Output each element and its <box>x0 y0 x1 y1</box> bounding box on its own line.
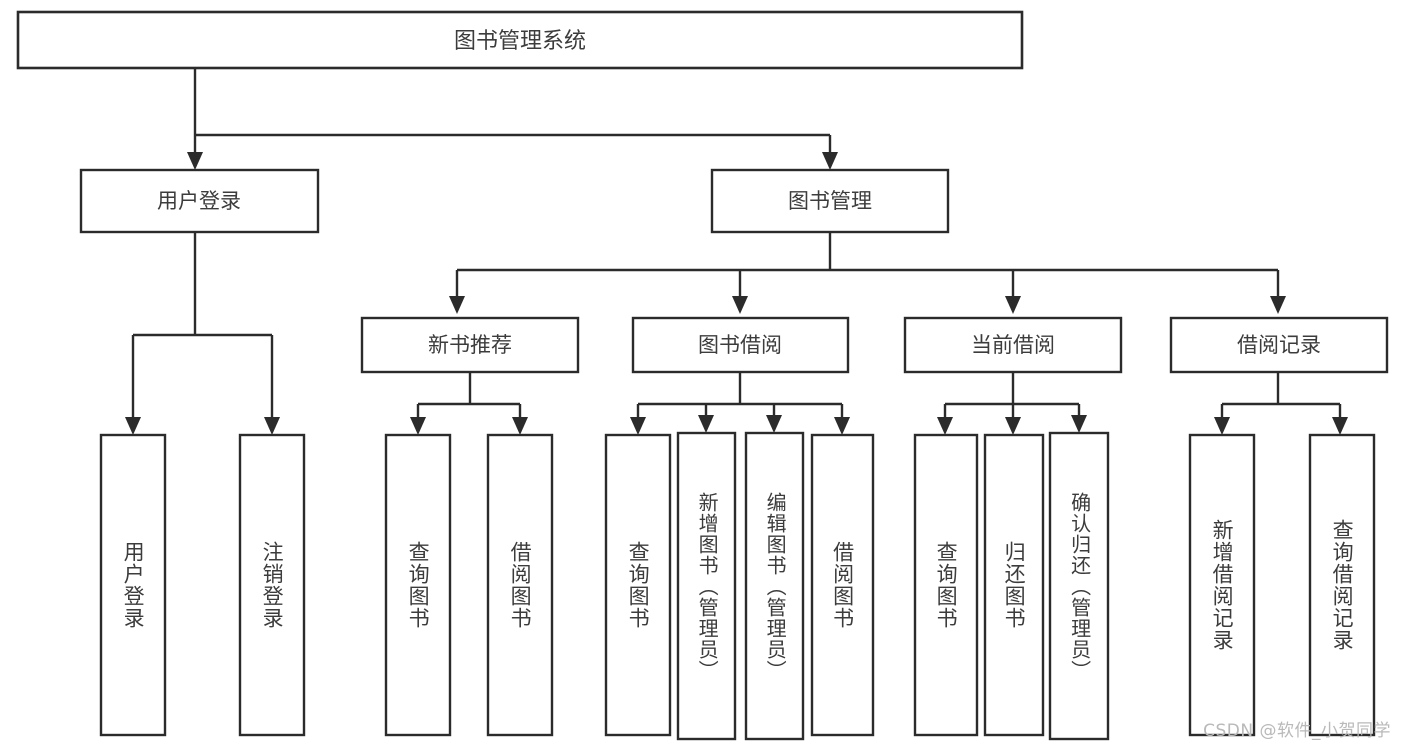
leaf-box-new-book-1[interactable] <box>384 433 452 737</box>
node-book-manage[interactable]: 图书管理 <box>710 168 950 234</box>
leaf-box-current-borrow-3[interactable] <box>1048 431 1110 741</box>
arrow-head-icon-current-borrow-leaf-3 <box>1071 415 1087 433</box>
arrow-head-icon-user-login <box>187 152 203 170</box>
leaf-group-user-login <box>99 433 306 737</box>
leaf-box-new-book-2[interactable] <box>486 433 554 737</box>
connector-group-borrow-record <box>1214 372 1348 435</box>
node-label-borrow-record: 借阅记录 <box>1237 333 1321 357</box>
node-root[interactable]: 图书管理系统 <box>16 10 1024 70</box>
node-label-root: 图书管理系统 <box>454 29 586 54</box>
node-current-borrow[interactable]: 当前借阅 <box>903 316 1123 374</box>
arrow-head-icon-book-borrow-leaf-1 <box>630 417 646 435</box>
arrow-head-icon-new-book <box>449 296 465 314</box>
leaf-box-book-borrow-1[interactable] <box>604 433 672 737</box>
arrow-head-icon-current-borrow-leaf-1 <box>937 417 953 435</box>
arrow-head-icon-user-login-leaf-2 <box>264 417 280 435</box>
leaf-box-current-borrow-1[interactable] <box>913 433 979 737</box>
node-new-book-recommend[interactable]: 新书推荐 <box>360 316 580 374</box>
leaf-box-user-login-1[interactable] <box>99 433 167 737</box>
connector-group-book-manage <box>449 232 1286 314</box>
leaf-box-book-borrow-3[interactable] <box>744 431 805 741</box>
node-label-current-borrow: 当前借阅 <box>971 333 1055 357</box>
leaf-box-current-borrow-2[interactable] <box>983 433 1045 737</box>
leaf-group-borrow-record <box>1188 433 1376 737</box>
arrow-head-icon-borrow-record-leaf-2 <box>1332 417 1348 435</box>
connector-group-new-book <box>410 372 528 435</box>
connector-group-user-login <box>125 232 280 435</box>
node-borrow-record[interactable]: 借阅记录 <box>1169 316 1389 374</box>
arrow-head-icon-new-book-leaf-1 <box>410 417 426 435</box>
leaf-group-new-book-recommend <box>384 433 554 737</box>
node-user-login[interactable]: 用户登录 <box>79 168 320 234</box>
leaf-box-borrow-record-2[interactable] <box>1308 433 1376 737</box>
node-label-new-book-recommend: 新书推荐 <box>428 333 512 357</box>
leaf-box-book-borrow-4[interactable] <box>810 433 875 737</box>
leaf-group-book-borrow <box>604 431 875 741</box>
node-label-book-borrow: 图书借阅 <box>698 333 782 357</box>
connector-group-root <box>187 68 838 170</box>
arrow-head-icon-current-borrow <box>1005 296 1021 314</box>
arrow-head-icon-book-borrow-leaf-4 <box>834 417 850 435</box>
leaf-box-borrow-record-1[interactable] <box>1188 433 1256 737</box>
connector-group-book-borrow <box>630 372 850 435</box>
connector-group-current-borrow <box>937 372 1087 435</box>
node-label-user-login: 用户登录 <box>157 189 241 213</box>
arrow-head-icon-book-manage <box>822 152 838 170</box>
arrow-head-icon-book-borrow <box>732 296 748 314</box>
arrow-head-icon-new-book-leaf-2 <box>512 417 528 435</box>
node-label-book-manage: 图书管理 <box>788 189 872 213</box>
arrow-head-icon-borrow-record-leaf-1 <box>1214 417 1230 435</box>
leaf-group-current-borrow <box>913 431 1110 741</box>
arrow-head-icon-book-borrow-leaf-3 <box>766 415 782 433</box>
arrow-head-icon-book-borrow-leaf-2 <box>698 415 714 433</box>
leaf-box-user-login-2[interactable] <box>238 433 306 737</box>
arrow-head-icon-user-login-leaf-1 <box>125 417 141 435</box>
arrow-head-icon-current-borrow-leaf-2 <box>1005 417 1021 435</box>
leaf-box-book-borrow-2[interactable] <box>676 431 737 741</box>
csdn-watermark: CSDN @软件_小贺同学 <box>1203 721 1391 741</box>
node-book-borrow[interactable]: 图书借阅 <box>631 316 850 374</box>
arrow-head-icon-borrow-record <box>1270 296 1286 314</box>
